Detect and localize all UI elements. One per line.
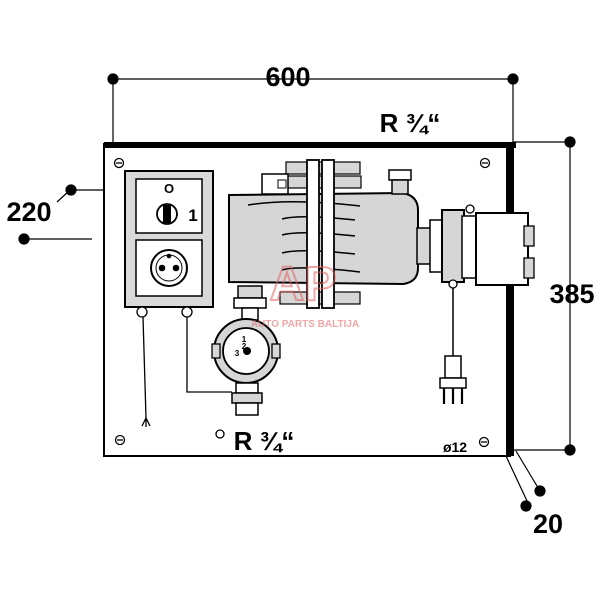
thread-bottom-label: R ¾“ (234, 426, 295, 456)
speed-label-1: 1 (242, 335, 247, 344)
screw-icon (215, 429, 225, 439)
width-label: 600 (265, 62, 310, 92)
screw-icon (113, 157, 125, 169)
speed-dial-icon (243, 347, 251, 355)
width-dimension (107, 73, 519, 142)
watermark: AP AUTO PARTS BALTIJA (251, 257, 359, 330)
screw-icon (478, 436, 490, 448)
watermark-text: AUTO PARTS BALTIJA (251, 319, 359, 330)
height-label: 385 (549, 279, 594, 309)
depth-label: 220 (6, 197, 51, 227)
cable-lines (136, 306, 232, 427)
rotary-switch-icon (156, 203, 178, 225)
pump-head (416, 204, 535, 289)
switch-on-label: 1 (188, 206, 197, 225)
power-socket-icon (150, 249, 188, 287)
speed-selector: 1 2 3 (235, 335, 251, 358)
switch-off-label: O (164, 181, 174, 196)
hole-diameter-label: ø12 (443, 439, 467, 455)
speed-label-3: 3 (235, 349, 240, 358)
mounting-screw-icons (113, 157, 491, 448)
motor-unit (228, 159, 419, 309)
offset-label: 20 (533, 509, 563, 539)
screw-icon (114, 434, 126, 446)
speed-label-2: 2 (242, 342, 247, 351)
depth-dimension (18, 184, 104, 245)
thread-top-label: R ¾“ (380, 108, 441, 138)
watermark-logo: AP (270, 258, 337, 311)
offset-dimension (505, 450, 546, 512)
height-dimension (513, 136, 576, 456)
power-plug-icon (439, 288, 467, 404)
screw-icon (479, 157, 491, 169)
